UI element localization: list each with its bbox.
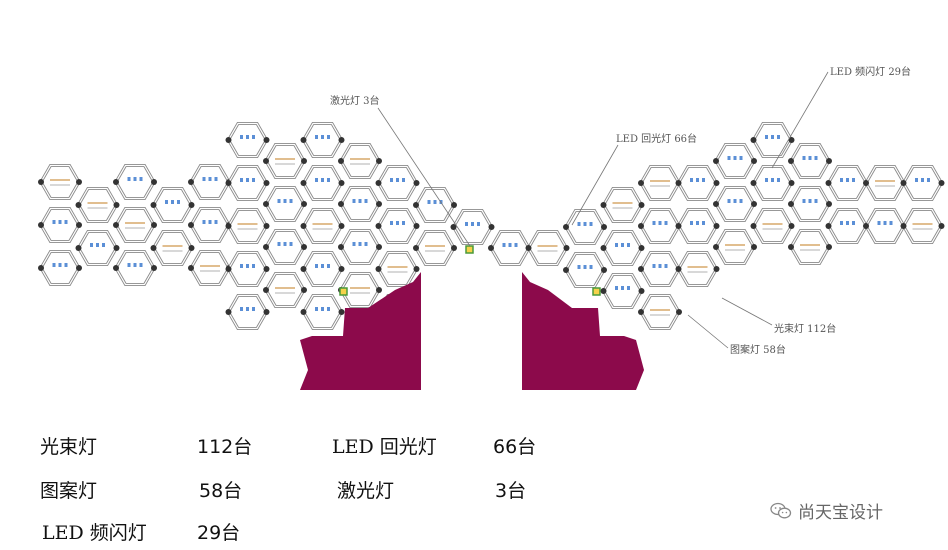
hex-panel bbox=[713, 229, 757, 265]
legend-laser-count: 3台 bbox=[495, 480, 527, 502]
hex-panel bbox=[225, 251, 270, 287]
watermark: 尚天宝设计 bbox=[770, 498, 883, 523]
hex-panel bbox=[338, 143, 382, 179]
hex-panel bbox=[263, 229, 307, 265]
legend-led-strobe-name: LED 频闪灯 bbox=[42, 522, 147, 544]
callout-pattern: 图案灯 58台 bbox=[730, 343, 786, 356]
laser-fixture bbox=[339, 287, 348, 296]
hex-panel bbox=[225, 122, 270, 158]
hex-panel bbox=[675, 208, 720, 244]
hex-panel bbox=[38, 207, 82, 243]
wechat-icon bbox=[770, 502, 792, 518]
callout-lines bbox=[377, 71, 829, 349]
hex-panel bbox=[788, 186, 832, 222]
hex-panel bbox=[713, 143, 757, 179]
hex-panel bbox=[638, 251, 682, 287]
hex-panel bbox=[488, 230, 532, 266]
hex-panel bbox=[600, 187, 645, 223]
hex-panel bbox=[188, 164, 232, 200]
callout-laser: 激光灯 3台 bbox=[330, 94, 380, 107]
hex-panel bbox=[638, 294, 682, 330]
hex-panel bbox=[750, 208, 795, 244]
hex-panel bbox=[38, 164, 82, 200]
right-stage-block bbox=[522, 272, 644, 390]
left-stage-block bbox=[300, 272, 421, 390]
hex-panel bbox=[825, 208, 870, 244]
hex-panel bbox=[413, 187, 457, 223]
hex-panel bbox=[525, 230, 570, 266]
hex-panel bbox=[188, 250, 232, 286]
hex-panel bbox=[300, 122, 345, 158]
hex-panel bbox=[375, 208, 420, 244]
callout-led-strobe: LED 频闪灯 29台 bbox=[830, 65, 911, 78]
hex-panel bbox=[75, 187, 120, 223]
hex-panel bbox=[863, 165, 907, 201]
hex-panel bbox=[450, 209, 495, 245]
hex-panel bbox=[263, 186, 307, 222]
hex-panel bbox=[113, 250, 157, 286]
hex-panel bbox=[563, 209, 607, 245]
hex-panel bbox=[75, 230, 120, 266]
hex-panel bbox=[638, 165, 682, 201]
hex-panel bbox=[300, 208, 345, 244]
hex-panel bbox=[750, 165, 795, 201]
hex-panel bbox=[188, 207, 232, 243]
hex-panel bbox=[825, 165, 870, 201]
callout-beam: 光束灯 112台 bbox=[774, 322, 836, 335]
hex-panel bbox=[900, 208, 945, 244]
hex-panel bbox=[375, 165, 420, 201]
watermark-text: 尚天宝设计 bbox=[798, 503, 883, 523]
legend-led-strobe-count: 29台 bbox=[197, 522, 241, 544]
hex-panel bbox=[338, 229, 382, 265]
legend-beam-count: 112台 bbox=[197, 436, 253, 458]
laser-fixture bbox=[465, 245, 474, 254]
hex-panel bbox=[900, 165, 945, 201]
hex-panel bbox=[750, 122, 795, 158]
legend-beam-name: 光束灯 bbox=[40, 436, 98, 458]
callout-led-back: LED 回光灯 66台 bbox=[616, 132, 697, 145]
hex-panel bbox=[788, 143, 832, 179]
hex-panel bbox=[300, 251, 345, 287]
legend-pattern-count: 58台 bbox=[199, 480, 243, 502]
hex-panel bbox=[863, 208, 907, 244]
hex-panel bbox=[375, 251, 420, 287]
hex-panel bbox=[113, 207, 157, 243]
hex-panel bbox=[300, 165, 345, 201]
hex-panel bbox=[225, 165, 270, 201]
hex-panel bbox=[150, 230, 195, 266]
hex-panel bbox=[600, 273, 645, 309]
legend-laser-name: 激光灯 bbox=[337, 480, 395, 502]
hex-panel bbox=[225, 208, 270, 244]
laser-fixture bbox=[592, 287, 601, 296]
stage-diagram: 激光灯 3台 LED 回光灯 66台 LED 频闪灯 29台 光束灯 112台 … bbox=[38, 65, 945, 390]
hex-panel-grid bbox=[38, 122, 945, 330]
hex-panel bbox=[713, 186, 757, 222]
hex-panel bbox=[263, 272, 307, 308]
legend-led-back-name: LED 回光灯 bbox=[332, 436, 437, 458]
hex-panel bbox=[675, 165, 720, 201]
hex-panel bbox=[338, 186, 382, 222]
hex-panel bbox=[300, 294, 345, 330]
hex-panel bbox=[600, 230, 645, 266]
hex-panel bbox=[263, 143, 307, 179]
hex-panel bbox=[38, 250, 82, 286]
hex-panel bbox=[113, 164, 157, 200]
hex-panel bbox=[563, 252, 607, 288]
hex-panel bbox=[150, 187, 195, 223]
hex-panel bbox=[225, 294, 270, 330]
hex-panel bbox=[675, 251, 720, 287]
hex-panel bbox=[638, 208, 682, 244]
hex-panel bbox=[413, 230, 457, 266]
legend-pattern-name: 图案灯 bbox=[40, 480, 98, 502]
hex-panel bbox=[788, 229, 832, 265]
legend-led-back-count: 66台 bbox=[493, 436, 537, 458]
